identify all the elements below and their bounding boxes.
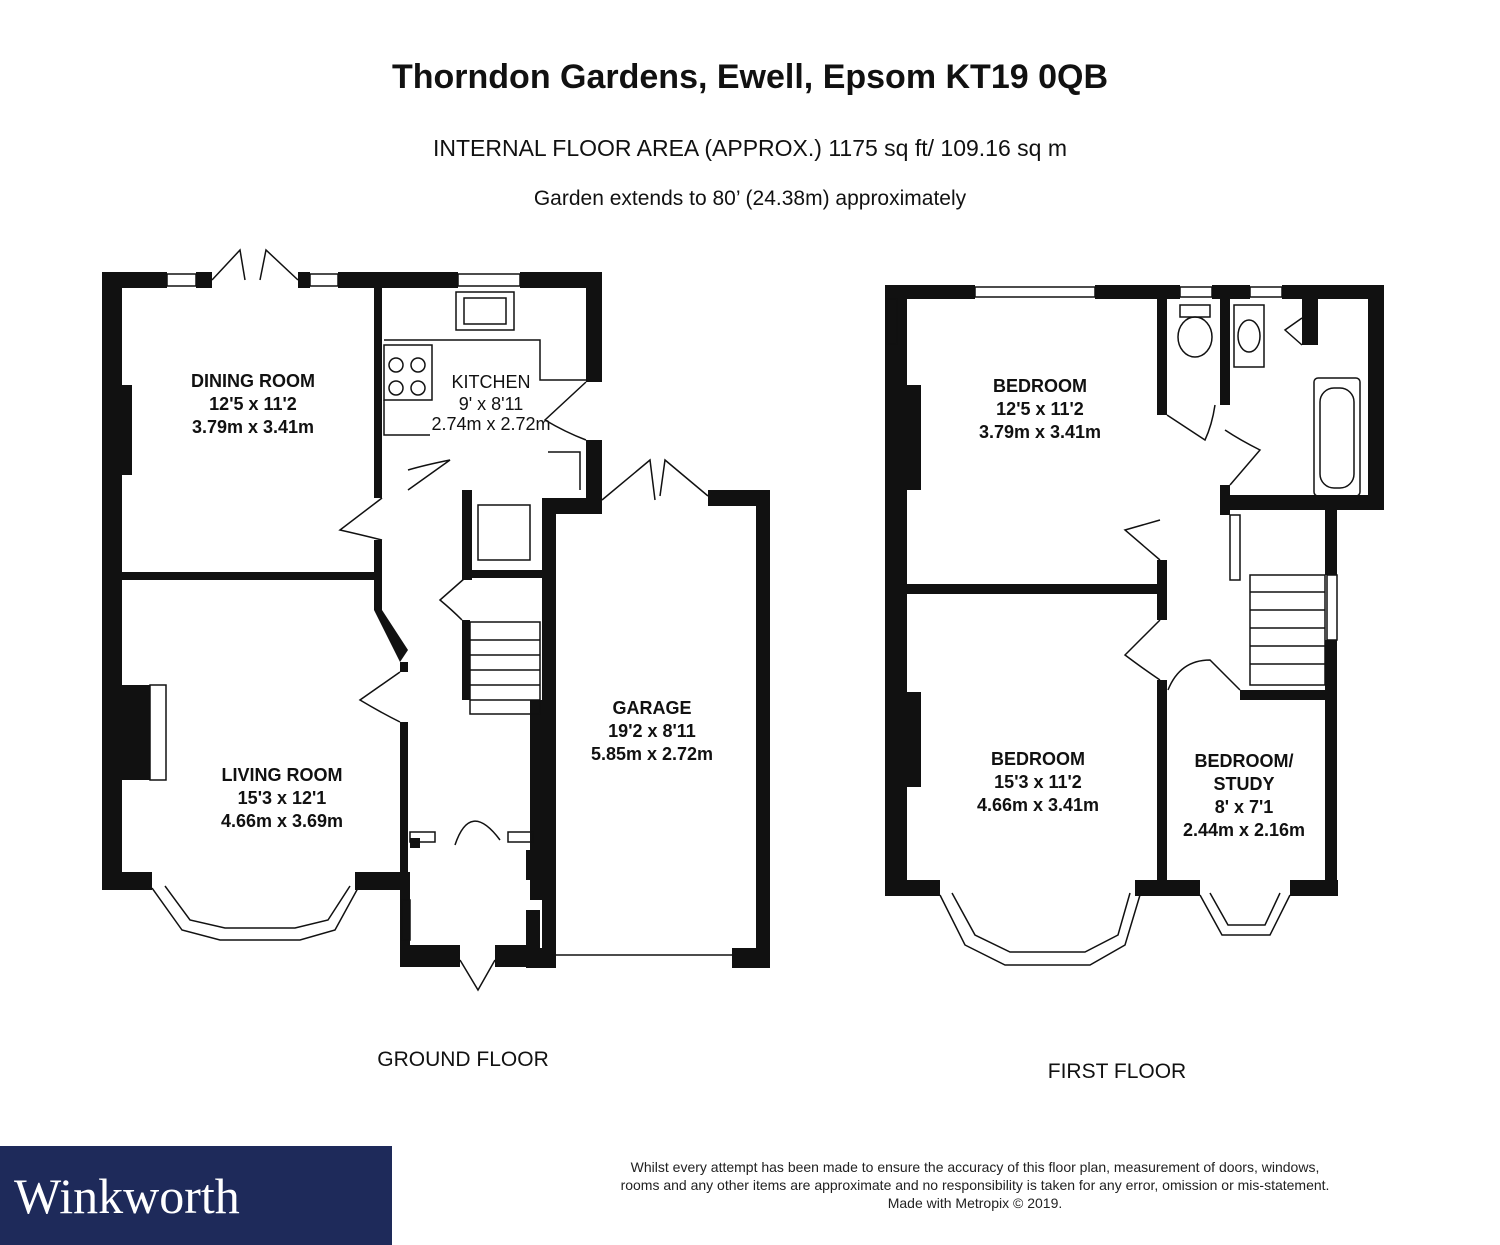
- kitchen-name: KITCHEN: [451, 372, 530, 392]
- bedroom-2-metric: 4.66m x 3.41m: [977, 795, 1099, 815]
- first-floor-label: FIRST FLOOR: [1048, 1060, 1186, 1083]
- study-metric: 2.44m x 2.16m: [1183, 820, 1305, 840]
- study-name-line2: STUDY: [1213, 774, 1274, 794]
- study-imperial: 8' x 7'1: [1215, 797, 1274, 817]
- study-name-line1: BEDROOM/: [1195, 751, 1294, 771]
- bedroom-2-name: BEDROOM: [991, 749, 1085, 769]
- living-room-imperial: 15'3 x 12'1: [238, 788, 327, 808]
- living-room-name: LIVING ROOM: [222, 765, 343, 785]
- dining-room-imperial: 12'5 x 11'2: [209, 394, 297, 414]
- kitchen-metric: 2.74m x 2.72m: [431, 414, 550, 434]
- disclaimer-text: Whilst every attempt has been made to en…: [620, 1159, 1330, 1211]
- dining-room-name: DINING ROOM: [191, 371, 315, 391]
- garage-name: GARAGE: [612, 698, 691, 718]
- bedroom-1-metric: 3.79m x 3.41m: [979, 422, 1101, 442]
- first-floor-walls: [885, 285, 1384, 896]
- kitchen-imperial: 9' x 8'11: [459, 394, 524, 414]
- dining-room-metric: 3.79m x 3.41m: [192, 417, 314, 437]
- bedroom-1-name: BEDROOM: [993, 376, 1087, 396]
- bedroom-1-imperial: 12'5 x 11'2: [996, 399, 1084, 419]
- garage-imperial: 19'2 x 8'11: [608, 721, 696, 741]
- garage-metric: 5.85m x 2.72m: [591, 744, 713, 764]
- ground-floor-walls: [102, 272, 770, 968]
- floor-area-text: INTERNAL FLOOR AREA (APPROX.) 1175 sq ft…: [432, 135, 1068, 161]
- page-title: Thorndon Gardens, Ewell, Epsom KT19 0QB: [391, 58, 1108, 96]
- living-room-metric: 4.66m x 3.69m: [221, 811, 343, 831]
- ground-floor-details: [149, 248, 732, 992]
- brand-name: Winkworth: [14, 1167, 240, 1224]
- ground-floor-label: GROUND FLOOR: [377, 1048, 549, 1071]
- garden-text: Garden extends to 80’ (24.38m) approxima…: [533, 187, 967, 210]
- first-floor-details: [886, 286, 1361, 966]
- bedroom-2-imperial: 15'3 x 11'2: [994, 772, 1082, 792]
- winkworth-logo: Winkworth: [0, 1146, 392, 1245]
- floor-plan: DINING ROOM 12'5 x 11'2 3.79m x 3.41m KI…: [102, 248, 1384, 1083]
